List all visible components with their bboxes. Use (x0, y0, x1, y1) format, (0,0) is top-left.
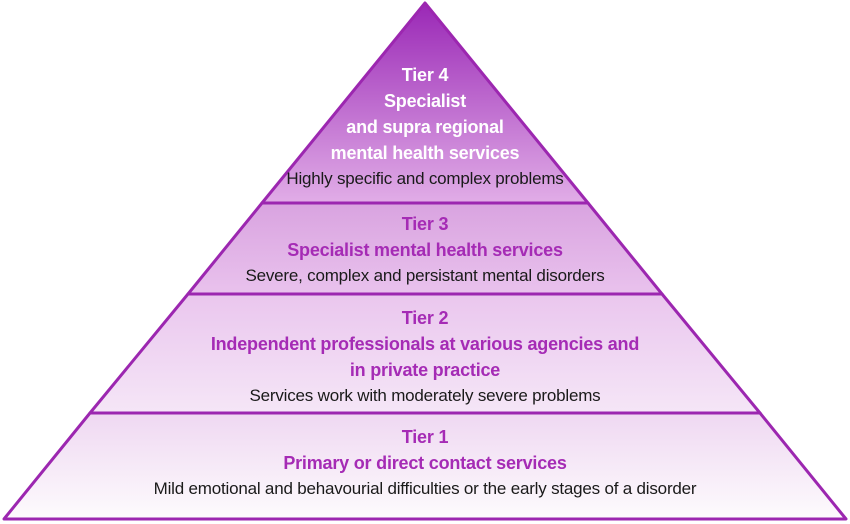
tier-4-heading-line: Specialist (383, 91, 467, 111)
tier-3-labels: Tier 3 Specialist mental health services… (0, 211, 850, 289)
tier-3-description: Severe, complex and persistant mental di… (245, 266, 605, 285)
tier-4-heading-line: mental health services (330, 143, 520, 163)
tier-4-labels: Tier 4 Specialist and supra regional men… (0, 62, 850, 192)
tier-4-shape (260, 1, 590, 205)
tier-4-title: Tier 4 (401, 65, 449, 85)
tier-2-heading-line: in private practice (349, 360, 501, 380)
tier-1-description: Mild emotional and behavourial difficult… (153, 479, 697, 498)
tier-2-labels: Tier 2 Independent professionals at vari… (0, 305, 850, 409)
tier-2-description: Services work with moderately severe pro… (249, 386, 601, 405)
tier-1-title: Tier 1 (401, 427, 449, 447)
tier-2-heading-line: Independent professionals at various age… (210, 334, 640, 354)
tier-2-title: Tier 2 (401, 308, 449, 328)
tier-3-title: Tier 3 (401, 214, 449, 234)
tier-4-description: Highly specific and complex problems (286, 169, 564, 188)
tier-1-labels: Tier 1 Primary or direct contact service… (0, 424, 850, 502)
tier-4-heading-line: and supra regional (346, 117, 504, 137)
tier-3-heading-line: Specialist mental health services (287, 240, 563, 260)
tier-1-heading-line: Primary or direct contact services (283, 453, 567, 473)
